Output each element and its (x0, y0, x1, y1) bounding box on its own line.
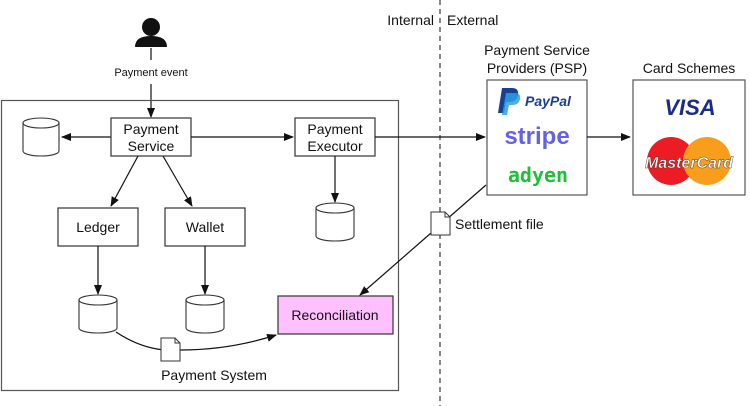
ledger-node: Ledger (57, 207, 139, 247)
payment-service-database-icon (22, 117, 60, 157)
payment-executor-node: Payment Executor (294, 117, 376, 157)
svg-text:Ledger: Ledger (76, 219, 120, 235)
wallet-database-icon (185, 294, 225, 334)
mastercard-logo: MasterCard (645, 137, 734, 185)
svg-text:Wallet: Wallet (186, 219, 224, 235)
psp-title-line2: Providers (PSP) (487, 60, 587, 76)
paypal-logo: PayPal (498, 88, 572, 115)
payment-service-node: Payment Service (110, 117, 192, 157)
payment-event-label: Payment event (114, 67, 187, 79)
wallet-node: Wallet (164, 207, 246, 247)
visa-logo: VISA (664, 95, 715, 120)
svg-text:Payment: Payment (307, 121, 362, 137)
ledger-database-icon (78, 294, 118, 334)
psp-title-line1: Payment Service (484, 42, 590, 58)
svg-text:Executor: Executor (307, 138, 363, 154)
settlement-file-icon (430, 211, 451, 236)
card-schemes-title: Card Schemes (643, 60, 736, 76)
settlement-file-label: Settlement file (455, 216, 544, 232)
ledger-file-icon (160, 337, 181, 362)
svg-text:Reconciliation: Reconciliation (291, 307, 378, 323)
person-icon (135, 18, 167, 47)
payment-system-label: Payment System (161, 367, 267, 383)
svg-text:Payment: Payment (123, 121, 178, 137)
svg-text:MasterCard: MasterCard (645, 155, 734, 172)
svg-text:PayPal: PayPal (525, 93, 572, 109)
payment-system-boundary (0, 99, 400, 392)
svg-text:Service: Service (128, 138, 175, 154)
settlement-arrow (359, 184, 487, 296)
executor-database-icon (315, 202, 355, 242)
stripe-logo: stripe (504, 123, 569, 150)
adyen-logo: adyen (508, 163, 568, 187)
reconciliation-node: Reconciliation (277, 295, 394, 335)
internal-label: Internal (387, 12, 434, 28)
external-label: External (447, 12, 498, 28)
